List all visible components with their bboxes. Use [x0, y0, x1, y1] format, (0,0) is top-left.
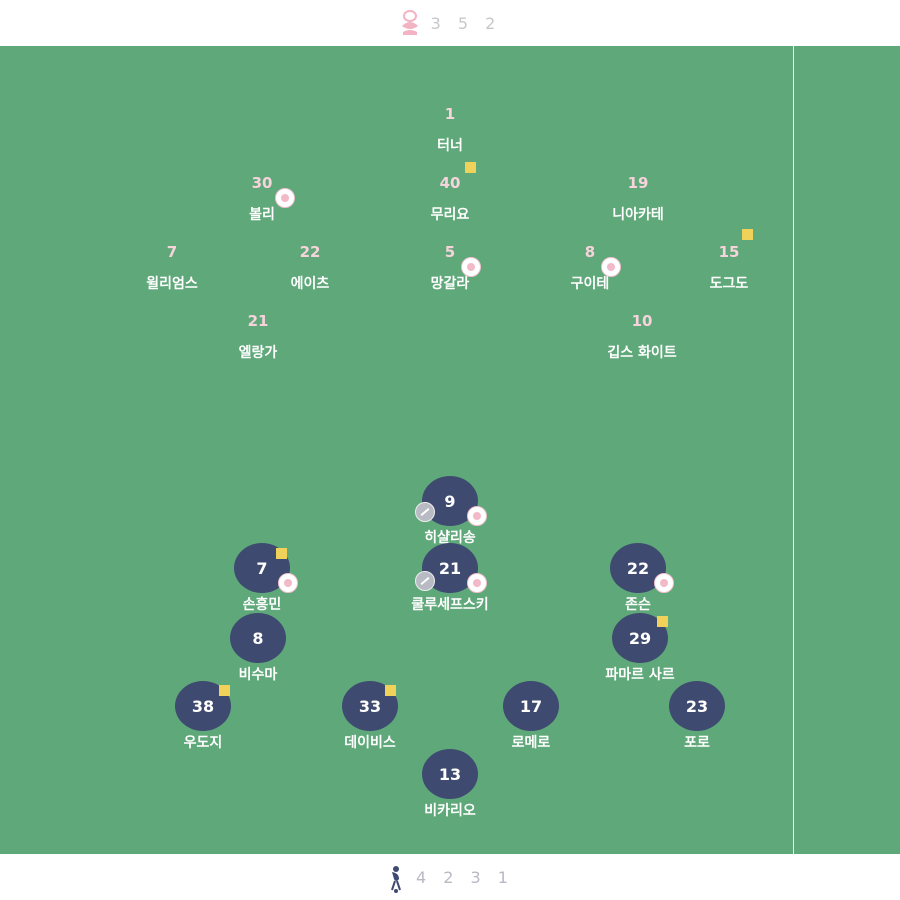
away-player-son[interactable]: 7 손흥민	[187, 543, 337, 614]
substitution-icon	[461, 257, 481, 277]
home-player-murillo[interactable]: 40 무리요	[375, 162, 525, 224]
pitch-touchline	[793, 46, 794, 854]
player-name: 터너	[437, 138, 463, 154]
player-name: 니아카테	[612, 207, 664, 223]
player-name: 로메로	[511, 735, 551, 751]
player-name: 우도지	[183, 735, 223, 751]
away-player-richarlison[interactable]: 9 히샬리송	[375, 476, 525, 547]
yellow-card-icon	[219, 685, 230, 696]
home-formation: 3 5 2	[430, 13, 502, 33]
player-number: 10	[631, 312, 653, 330]
away-player-porro[interactable]: 23 포로	[622, 681, 772, 752]
spurs-cockerel-icon	[391, 865, 401, 893]
goal-ball-icon	[415, 571, 435, 591]
player-number: 8	[230, 613, 286, 663]
player-name: 에이츠	[290, 276, 330, 292]
away-player-johnson[interactable]: 22 존슨	[563, 543, 713, 614]
player-name: 데이비스	[344, 735, 396, 751]
yellow-card-icon	[465, 162, 476, 173]
player-name: 깁스 화이트	[607, 345, 677, 361]
player-name: 비수마	[238, 667, 278, 683]
player-name: 포로	[684, 735, 710, 751]
substitution-icon	[278, 573, 298, 593]
player-name: 무리요	[430, 207, 470, 223]
home-player-guite[interactable]: 8 구이테	[515, 243, 665, 293]
yellow-card-icon	[385, 685, 396, 696]
away-player-vicario[interactable]: 13 비카리오	[375, 749, 525, 820]
home-player-mangala[interactable]: 5 망갈라	[375, 243, 525, 293]
home-player-elanga[interactable]: 21 엘랑가	[183, 312, 333, 362]
substitution-icon	[275, 188, 295, 208]
player-number: 22	[299, 243, 321, 261]
player-name: 비카리오	[424, 803, 476, 819]
substitution-icon	[654, 573, 674, 593]
away-player-davies[interactable]: 33 데이비스	[295, 681, 445, 752]
player-name: 구이테	[570, 276, 610, 292]
pitch: 1 터너 40 무리요 30 볼리 19 니아카테 7 윌리엄스 22 에이츠 …	[0, 46, 900, 854]
player-number: 40	[439, 174, 461, 192]
home-player-williams[interactable]: 7 윌리엄스	[97, 243, 247, 293]
player-name: 손흥민	[242, 597, 282, 613]
player-name: 히샬리송	[424, 530, 476, 546]
player-number: 30	[251, 174, 273, 192]
player-number: 5	[444, 243, 456, 261]
player-number: 38	[175, 681, 231, 731]
yellow-card-icon	[657, 616, 668, 627]
player-number: 21	[247, 312, 269, 330]
substitution-icon	[601, 257, 621, 277]
substitution-icon	[467, 506, 487, 526]
player-name: 윌리엄스	[146, 276, 198, 292]
player-name: 쿨루세프스키	[411, 597, 489, 613]
away-player-bissouma[interactable]: 8 비수마	[183, 613, 333, 684]
home-player-yates[interactable]: 22 에이츠	[235, 243, 385, 293]
yellow-card-icon	[742, 229, 753, 240]
player-number: 7	[166, 243, 178, 261]
player-name: 파마르 사르	[605, 667, 675, 683]
away-player-udogie[interactable]: 38 우도지	[128, 681, 278, 752]
away-player-pape-sarr[interactable]: 29 파마르 사르	[565, 613, 715, 684]
substitution-icon	[467, 573, 487, 593]
forest-crest-icon	[401, 10, 418, 35]
goal-ball-icon	[415, 502, 435, 522]
player-name: 볼리	[249, 207, 275, 223]
player-number: 15	[718, 243, 740, 261]
player-name: 엘랑가	[238, 345, 278, 361]
player-name: 존슨	[625, 597, 651, 613]
home-player-gibbs-white[interactable]: 10 깁스 화이트	[567, 312, 717, 362]
player-number: 19	[627, 174, 649, 192]
away-formation: 4 2 3 1	[416, 868, 514, 887]
away-team-header: 4 2 3 1	[0, 855, 900, 900]
player-number: 23	[669, 681, 725, 731]
player-number: 17	[503, 681, 559, 731]
home-player-niakhate[interactable]: 19 니아카테	[563, 174, 713, 224]
home-player-boly[interactable]: 30 볼리	[187, 174, 337, 224]
player-name: 망갈라	[430, 276, 470, 292]
player-number: 1	[444, 105, 456, 123]
player-name: 도그도	[709, 276, 749, 292]
away-player-kulusevski[interactable]: 21 쿨루세프스키	[375, 543, 525, 614]
player-number: 13	[422, 749, 478, 799]
player-number: 8	[584, 243, 596, 261]
away-player-romero[interactable]: 17 로메로	[456, 681, 606, 752]
home-team-header: 3 5 2	[0, 0, 900, 46]
yellow-card-icon	[276, 548, 287, 559]
home-player-turner[interactable]: 1 터너	[375, 105, 525, 155]
home-player-dogdo[interactable]: 15 도그도	[654, 229, 804, 293]
